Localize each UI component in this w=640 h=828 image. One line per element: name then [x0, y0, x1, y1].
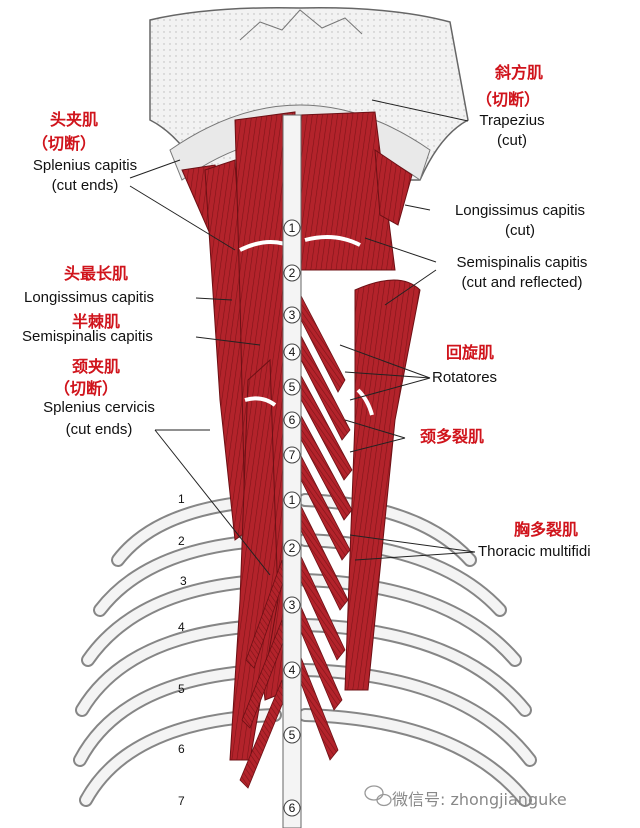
- tendinous-intersection: [356, 388, 374, 416]
- leader-lines: [129, 99, 476, 576]
- rib-number: 5: [178, 682, 185, 696]
- semispinalis-capitis-reflected: [344, 279, 421, 691]
- label-splenius-cervicis-cut: (cut ends): [65, 421, 133, 438]
- multifidi: [295, 288, 353, 761]
- rib-number: 1: [178, 492, 185, 506]
- thoracic-number: 5: [288, 728, 296, 742]
- label-cn-splenius-cervicis-cut: （切断）: [54, 379, 119, 398]
- label-cn-semispinalis: 半棘肌: [72, 312, 121, 331]
- cervical-number: 4: [288, 345, 296, 359]
- wechat-icon: [364, 785, 392, 807]
- label-cn-splenius-capitis: 头夹肌: [50, 110, 99, 129]
- label-splenius-capitis-cut: (cut ends): [51, 177, 119, 194]
- label-splenius-capitis: Splenius capitis: [32, 157, 138, 174]
- label-thoracic-multifidi: Thoracic multifidi: [478, 543, 591, 560]
- rib-number: 3: [180, 574, 187, 588]
- label-longissimus-capitis-right: Longissimus capitis: [454, 202, 586, 219]
- rib-number: 6: [178, 742, 185, 756]
- rib-number: 7: [178, 794, 185, 808]
- rib-number: 4: [178, 620, 185, 634]
- cervical-number: 6: [288, 413, 296, 427]
- label-splenius-cervicis: Splenius cervicis: [43, 399, 155, 416]
- label-rotatores: Rotatores: [432, 369, 498, 386]
- label-cn-longissimus-capitis: 头最长肌: [64, 264, 129, 283]
- tendinous-intersection: [244, 396, 277, 407]
- label-longissimus-capitis-right-cut: (cut): [505, 222, 535, 239]
- skull-suture: [239, 9, 363, 41]
- thoracic-number: 6: [288, 801, 296, 815]
- label-cn-thoracic-multifidi: 胸多裂肌: [514, 520, 579, 539]
- cervical-number: 5: [288, 380, 296, 394]
- cervical-number: 2: [288, 266, 296, 280]
- cervical-number: 1: [288, 221, 296, 235]
- longissimus-capitis-right: [374, 149, 413, 226]
- label-cn-trapezius: 斜方肌: [495, 63, 544, 82]
- thoracic-number: 1: [288, 493, 296, 507]
- watermark: 微信号: zhongjianguke: [392, 790, 567, 809]
- label-semispinalis-capitis-left: Semispinalis capitis: [22, 328, 153, 345]
- label-trapezius-cut: (cut): [497, 132, 527, 149]
- thoracic-number: 4: [288, 663, 296, 677]
- label-cn-trapezius-cut: （切断）: [476, 90, 541, 109]
- label-cn-splenius-capitis-cut: （切断）: [32, 134, 97, 153]
- rib-number: 2: [178, 534, 185, 548]
- spine: [282, 114, 302, 828]
- label-semispinalis-capitis-right-cut: (cut and reflected): [461, 274, 583, 291]
- thoracic-multifidi-left: [239, 559, 285, 789]
- label-cn-cervical-multifidi: 颈多裂肌: [420, 427, 485, 446]
- cervical-number: 3: [288, 308, 296, 322]
- thoracic-number: 3: [288, 598, 296, 612]
- label-trapezius: Trapezius: [479, 112, 545, 129]
- label-longissimus-capitis-left: Longissimus capitis: [24, 289, 155, 306]
- label-cn-splenius-cervicis: 颈夹肌: [72, 357, 121, 376]
- tendinous-intersection: [304, 234, 361, 247]
- label-cn-rotatores: 回旋肌: [446, 343, 495, 362]
- label-semispinalis-capitis-right: Semispinalis capitis: [456, 254, 588, 271]
- thoracic-number: 2: [288, 541, 296, 555]
- cervical-number: 7: [288, 448, 296, 462]
